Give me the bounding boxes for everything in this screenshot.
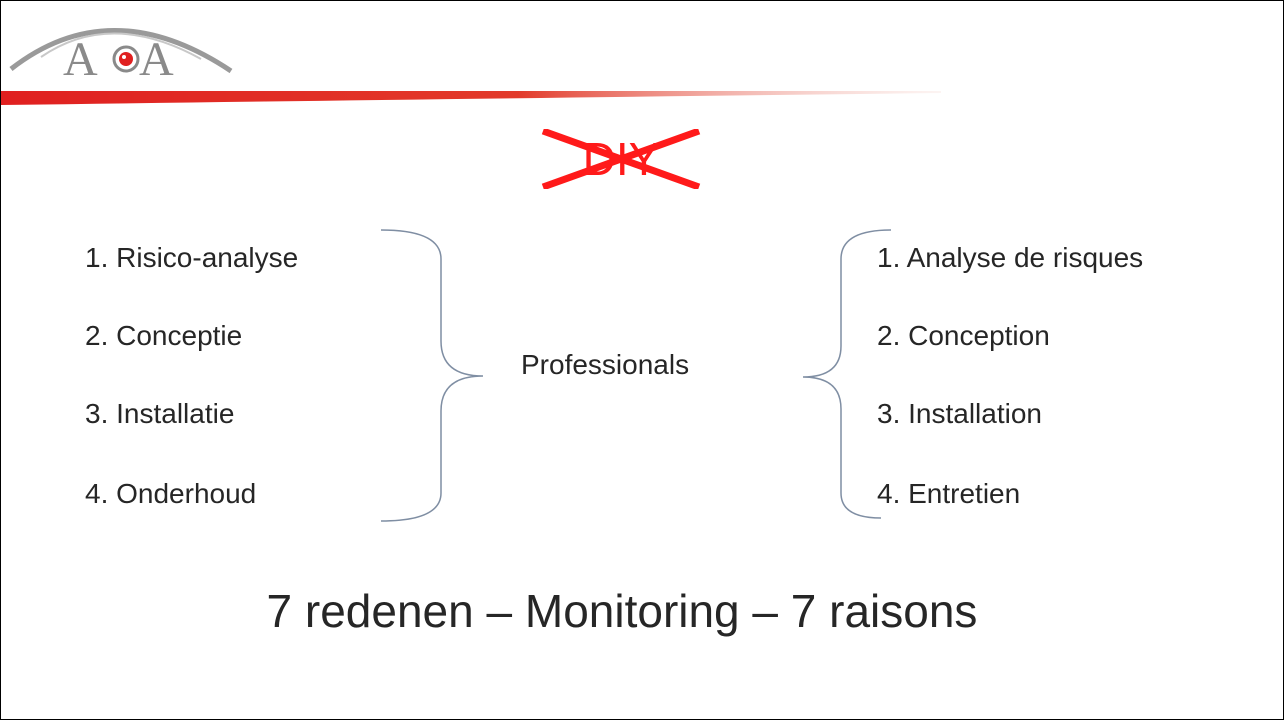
diy-crossed: DIY	[541, 129, 701, 189]
logo-text-a1: A	[63, 33, 98, 86]
list-item: 2. Conceptie	[85, 320, 243, 351]
list-item: 1. Risico-analyse	[85, 242, 299, 273]
list-item: 3. Installatie	[85, 398, 235, 429]
professionals-label: Professionals	[521, 349, 690, 380]
header-accent-bar	[1, 91, 941, 105]
list-item: 3. Installation	[877, 398, 1042, 429]
cross-out-icon	[541, 129, 701, 189]
logo-eye-icon	[112, 45, 140, 73]
logo-arc	[9, 28, 233, 74]
list-item: 2. Conception	[877, 320, 1050, 351]
slide-title: 7 redenen – Monitoring – 7 raisons	[266, 585, 978, 637]
right-brace	[802, 229, 892, 519]
aca-logo: A A	[9, 28, 233, 86]
left-brace	[380, 229, 484, 522]
logo-text-a2: A	[139, 33, 174, 86]
list-item: 4. Entretien	[877, 478, 1021, 509]
list-item: 4. Onderhoud	[85, 478, 257, 509]
list-item: 1. Analyse de risques	[877, 242, 1144, 273]
